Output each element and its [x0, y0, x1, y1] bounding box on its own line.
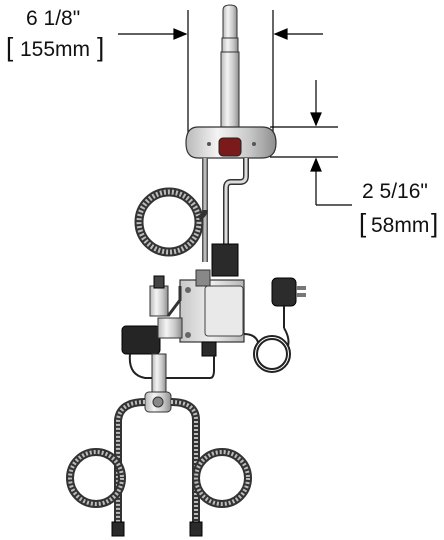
- mixing-valve: [144, 353, 172, 413]
- height-bracket-close: ]: [431, 208, 439, 238]
- width-dimension: [118, 10, 323, 135]
- height-dimension: [270, 80, 352, 206]
- power-adapter: [271, 277, 306, 328]
- solenoid-valve: [121, 275, 183, 355]
- sensor-window: [218, 137, 242, 157]
- control-box: [179, 243, 245, 357]
- height-metric-label: 58mm: [371, 214, 430, 237]
- width-bracket-close: ]: [97, 32, 105, 62]
- valve-cable: [128, 353, 215, 379]
- width-arrow-left-head: [173, 28, 188, 40]
- width-metric-label: 155mm: [20, 38, 91, 61]
- height-arrow-top-head: [310, 112, 322, 127]
- sensor-head: [185, 126, 277, 159]
- height-arrow-bottom-head: [310, 157, 322, 172]
- width-arrow-right-head: [273, 28, 288, 40]
- height-bracket-open: [: [359, 208, 367, 238]
- width-bracket-open: [: [6, 32, 14, 62]
- bottom-supply-hoses: [66, 398, 252, 525]
- power-cord-coil: [243, 327, 291, 373]
- faucet-spout: [220, 4, 240, 128]
- coiled-hose-top: [134, 187, 208, 257]
- height-imperial-label: 2 5/16": [362, 180, 428, 203]
- hose-end-fittings: [111, 521, 203, 537]
- width-imperial-label: 6 1/8": [26, 7, 81, 30]
